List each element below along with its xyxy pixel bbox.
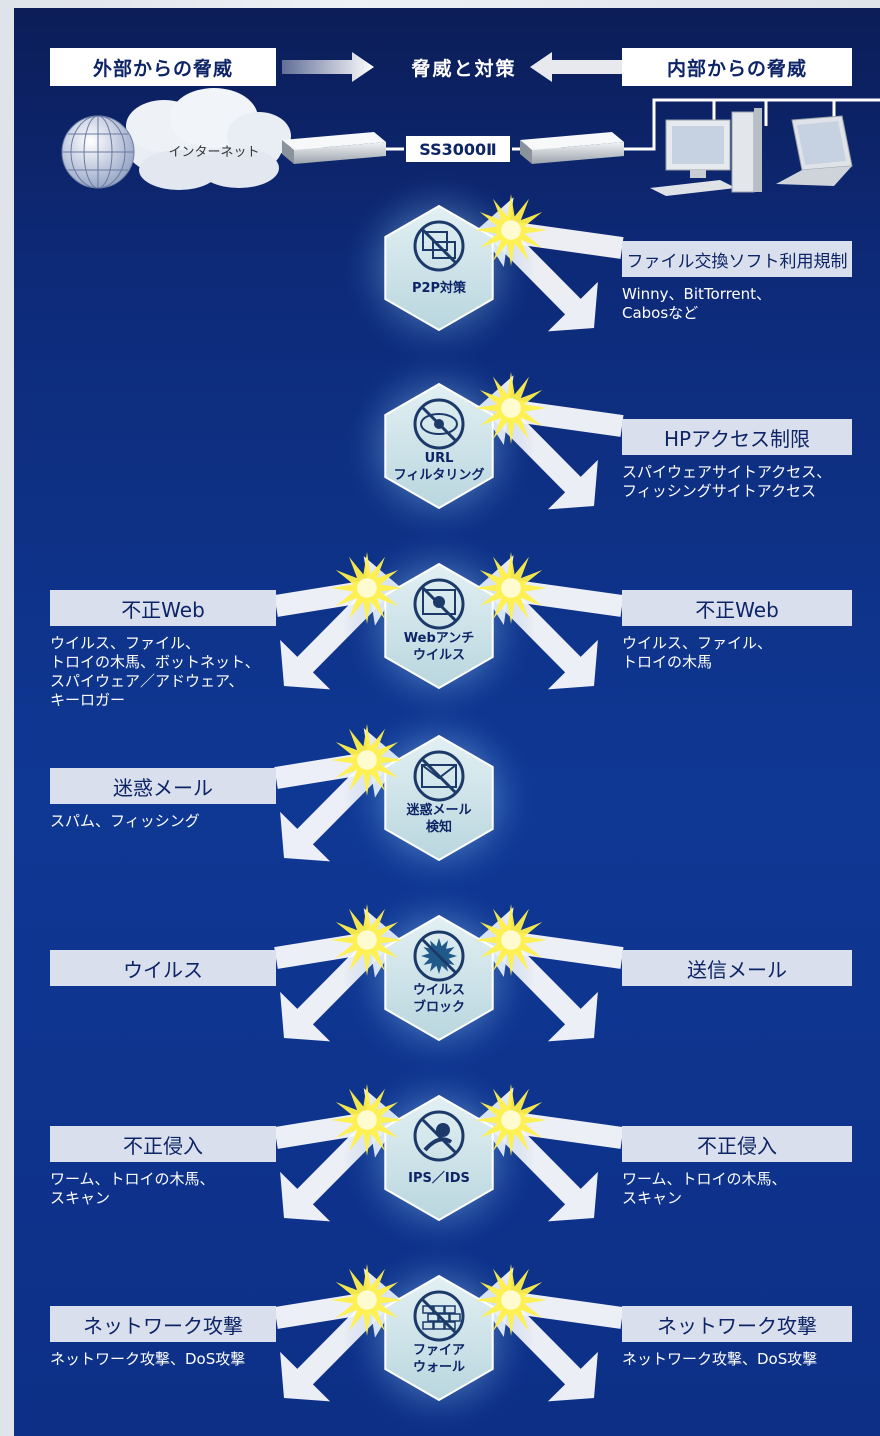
intruder-prohibited-icon	[413, 1110, 465, 1162]
p2p-prohibited-icon	[413, 220, 465, 272]
switch-left-icon	[282, 132, 386, 164]
threat-description-right: スパイウェアサイトアクセス、 フィッシングサイトアクセス	[622, 463, 832, 500]
defense-section	[274, 1062, 624, 1254]
defense-section	[343, 350, 624, 542]
internet-label: インターネット	[168, 145, 260, 160]
diagram-panel: 外部からの脅威 脅威と対策 内部からの脅威 インターネット SS3000Ⅱ P2…	[14, 8, 880, 1436]
threat-description-right: ワーム、トロイの木馬、 スキャン	[622, 1170, 787, 1207]
threat-label-left: ウイルス	[50, 950, 276, 986]
defense-section	[343, 172, 624, 364]
threat-label-right: HPアクセス制限	[622, 419, 852, 455]
impact-burst-right	[475, 552, 547, 624]
threat-sections	[274, 172, 624, 1434]
threat-description-left: ネットワーク攻撃、DoS攻撃	[50, 1350, 246, 1368]
shield-label: URL フィルタリング	[393, 451, 485, 483]
defense-section	[274, 1242, 624, 1434]
header-arrows	[282, 52, 622, 82]
impact-burst-right	[475, 1264, 547, 1336]
shield-label: IPS／IDS	[408, 1171, 470, 1186]
threat-description-left: ワーム、トロイの木馬、 スキャン	[50, 1170, 215, 1207]
threat-label-right: 不正侵入	[622, 1126, 852, 1162]
header-external-threats: 外部からの脅威	[50, 48, 276, 86]
switch-right-icon	[520, 132, 624, 164]
device-label: SS3000Ⅱ	[404, 134, 512, 164]
threat-label-right: ファイル交換ソフト利用規制	[622, 241, 852, 277]
shield-label: ウイルス ブロック	[412, 983, 465, 1015]
header-internal-threats: 内部からの脅威	[622, 48, 852, 86]
laptop-icon	[776, 115, 853, 186]
threat-description-left: ウイルス、ファイル、 トロイの木馬、ボットネット、 スパイウェア／アドウェア、 …	[50, 634, 260, 709]
firewall-prohibited-icon	[413, 1290, 465, 1342]
impact-burst-left	[331, 1264, 403, 1336]
desktop-pc-icon	[650, 108, 762, 196]
threat-label-right: 不正Web	[622, 590, 852, 626]
impact-burst-right	[475, 372, 547, 444]
impact-burst-left	[331, 904, 403, 976]
globe-icon	[61, 115, 135, 189]
header-title: 脅威と対策	[411, 57, 517, 80]
impact-burst-left	[331, 552, 403, 624]
impact-burst-left	[331, 724, 403, 796]
threat-description-right: ネットワーク攻撃、DoS攻撃	[622, 1350, 818, 1368]
threat-label-left: 不正侵入	[50, 1126, 276, 1162]
shield-label: Webアンチ ウイルス	[403, 631, 475, 663]
envelope-prohibited-icon	[413, 750, 465, 802]
defense-section	[274, 882, 624, 1074]
shield-label: ファイア ウォール	[412, 1343, 465, 1375]
threat-description-left: スパム、フィッシング	[50, 812, 200, 830]
threat-label-left: 迷惑メール	[50, 768, 276, 804]
diagram-artwork	[61, 52, 880, 1434]
impact-burst-right	[475, 194, 547, 266]
shield-label: 迷惑メール 検知	[406, 803, 472, 835]
defense-section	[274, 530, 624, 722]
impact-burst-left	[331, 1084, 403, 1156]
impact-burst-right	[475, 1084, 547, 1156]
monitor-skull-prohibited-icon	[413, 578, 465, 630]
eye-prohibited-icon	[413, 398, 465, 450]
threat-description-right: Winny、BitTorrent、 Cabosなど	[622, 285, 772, 322]
threat-label-right: ネットワーク攻撃	[622, 1306, 852, 1342]
shield-label: P2P対策	[411, 281, 467, 296]
defense-section	[274, 702, 535, 894]
internet-cloud-icon	[126, 88, 291, 190]
threat-label-left: ネットワーク攻撃	[50, 1306, 276, 1342]
impact-burst-right	[475, 904, 547, 976]
threat-label-right: 送信メール	[622, 950, 852, 986]
threat-label-left: 不正Web	[50, 590, 276, 626]
virus-prohibited-icon	[413, 930, 465, 982]
threat-description-right: ウイルス、ファイル、 トロイの木馬	[622, 634, 773, 671]
